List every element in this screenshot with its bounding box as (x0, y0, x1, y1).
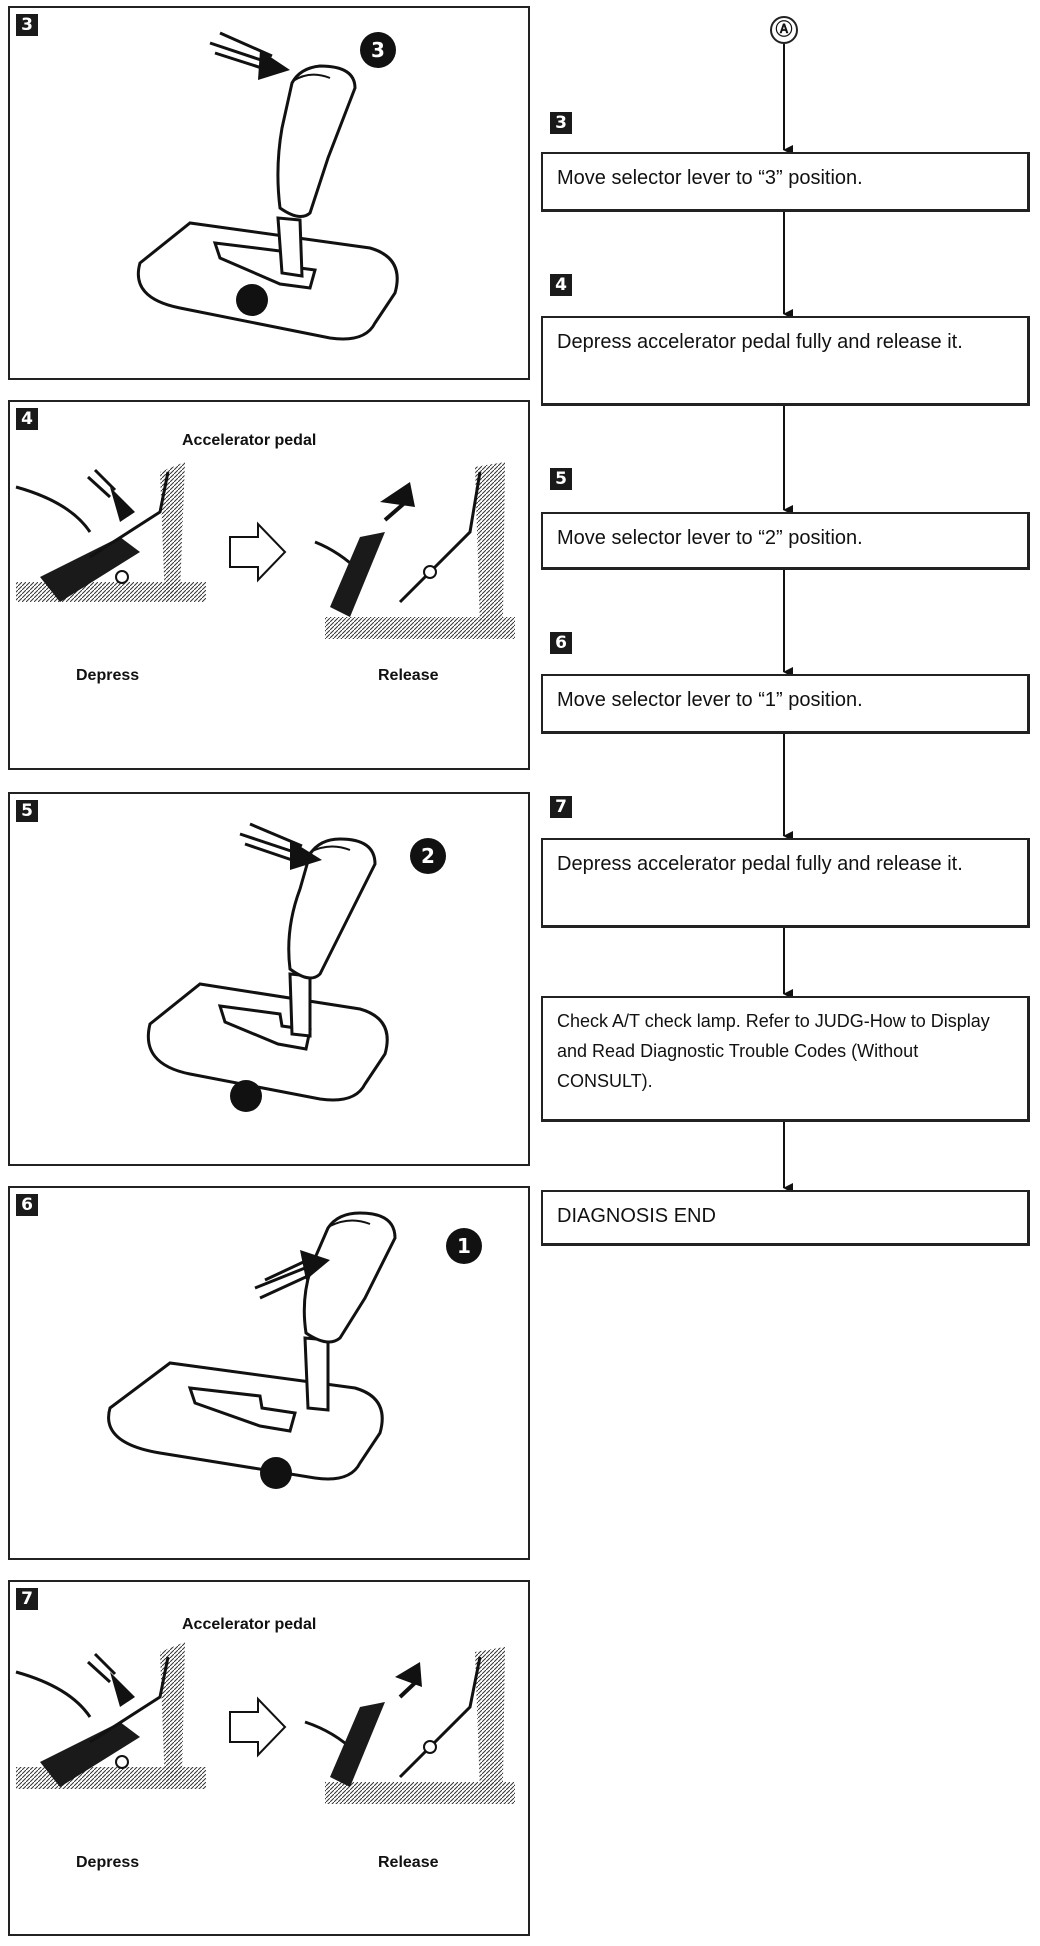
flow-box-text: Depress accelerator pedal fully and rele… (557, 853, 963, 875)
step-badge: 7 (16, 1588, 38, 1610)
step-badge: 3 (16, 14, 38, 36)
panel-title: Accelerator pedal (182, 1616, 317, 1633)
flow-box-step-3: Move selector lever to “3” position. (541, 152, 1030, 212)
illustration-panel-step-6: 6 1 (8, 1186, 530, 1560)
illustration-panel-step-5: 5 2 (8, 792, 530, 1166)
step-badge: 6 (16, 1194, 38, 1216)
selector-lever-illustration: 3 (137, 31, 399, 341)
release-label: Release (378, 667, 439, 684)
flow-step-badge-4: 4 (550, 274, 572, 296)
flow-box-text: Move selector lever to “1” position. (557, 689, 863, 711)
depress-label: Depress (76, 667, 140, 684)
selector-lever-illustration: 2 (146, 822, 446, 1112)
panel-title: Accelerator pedal (182, 432, 317, 449)
position-number-circle: 2 (421, 844, 435, 868)
flow-step-badge-5: 5 (550, 468, 572, 490)
position-number-circle: 3 (371, 38, 385, 62)
flow-box-text: Move selector lever to “2” position. (557, 527, 863, 549)
flow-box-text: Check A/T check lamp. Refer to JUDG-How … (557, 1011, 990, 1091)
flow-box-text: DIAGNOSIS END (557, 1205, 716, 1227)
flow-box-check-lamp: Check A/T check lamp. Refer to JUDG-How … (541, 996, 1030, 1122)
illustration-panel-step-7: 7 Accelerator pedal Depress Release (8, 1580, 530, 1936)
flow-box-step-6: Move selector lever to “1” position. (541, 674, 1030, 734)
accelerator-pedal-illustration (15, 462, 515, 639)
flow-box-step-7: Depress accelerator pedal fully and rele… (541, 838, 1030, 928)
step-badge: 5 (16, 800, 38, 822)
flow-box-text: Move selector lever to “3” position. (557, 167, 863, 189)
illustration-panel-step-4: 4 Accelerator pedal Depress Release (8, 400, 530, 770)
flow-box-step-5: Move selector lever to “2” position. (541, 512, 1030, 570)
position-number-circle: 1 (457, 1234, 471, 1258)
illustration-panel-step-3: 3 3 (8, 6, 530, 380)
flow-box-text: Depress accelerator pedal fully and rele… (557, 331, 963, 353)
depress-label: Depress (76, 1854, 140, 1871)
flow-box-diagnosis-end: DIAGNOSIS END (541, 1190, 1030, 1246)
release-label: Release (378, 1854, 439, 1871)
step-badge: 4 (16, 408, 38, 430)
selector-lever-illustration: 1 (107, 1211, 482, 1489)
accelerator-pedal-illustration (15, 1642, 515, 1804)
flow-box-step-4: Depress accelerator pedal fully and rele… (541, 316, 1030, 406)
flow-step-badge-6: 6 (550, 632, 572, 654)
flow-step-badge-7: 7 (550, 796, 572, 818)
connector-a-symbol: Ⓐ (770, 16, 798, 44)
flow-step-badge-3: 3 (550, 112, 572, 134)
